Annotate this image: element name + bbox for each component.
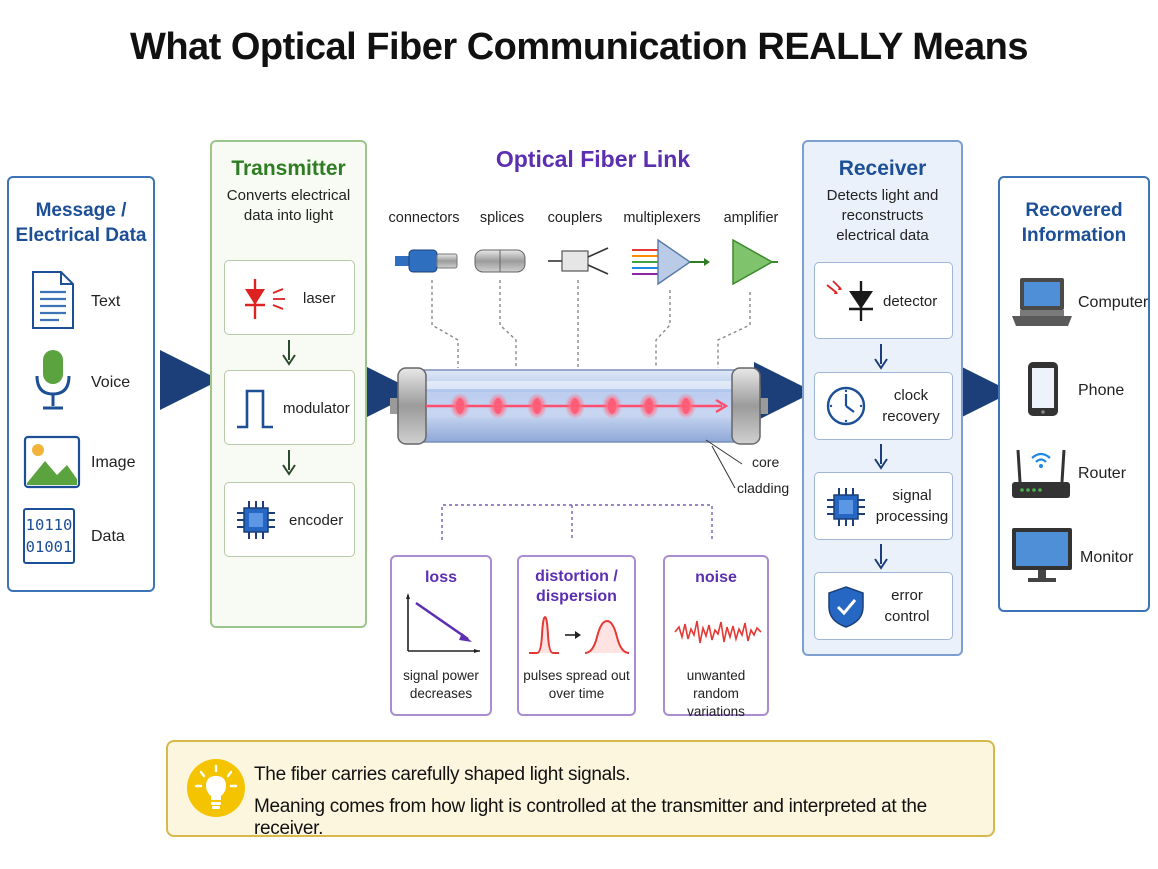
rx-stage-detector: detector bbox=[814, 262, 953, 339]
shield-check-icon bbox=[828, 586, 864, 628]
chip-icon bbox=[237, 501, 275, 539]
binary-line-2: 01001 bbox=[25, 538, 73, 556]
binary-data-icon: 10110 01001 bbox=[23, 508, 75, 564]
laser-diode-icon bbox=[245, 279, 285, 319]
recovered-item-phone: Phone bbox=[1078, 382, 1125, 399]
tx-stage-encoder: encoder bbox=[224, 482, 355, 557]
noise-wave-icon bbox=[674, 620, 762, 644]
receiver-heading: Receiver bbox=[838, 157, 927, 180]
rx-stage-detector-label: detector bbox=[883, 293, 938, 310]
rx-stage-error-control: error control bbox=[814, 572, 953, 640]
photodiode-icon bbox=[826, 280, 873, 321]
impairment-loss-desc: signal power decreases bbox=[403, 668, 479, 701]
rx-stage-clock-label: clock recovery bbox=[882, 387, 940, 425]
down-arrow-icon bbox=[874, 544, 888, 570]
receiver-subtitle: Detects light and reconstructs electrica… bbox=[826, 187, 939, 244]
receiver-panel: Receiver Detects light and reconstructs … bbox=[802, 140, 963, 656]
rx-stage-clock: clock recovery bbox=[814, 372, 953, 440]
message-item-text: Text bbox=[91, 293, 121, 310]
impairment-noise-title: noise bbox=[695, 569, 737, 586]
rx-stage-signal-processing: signal processing bbox=[814, 472, 953, 540]
page-title: What Optical Fiber Communication REALLY … bbox=[129, 26, 1029, 68]
phone-icon bbox=[1028, 362, 1058, 416]
recovered-panel: Recovered Information Computer Phone Rou… bbox=[998, 176, 1150, 612]
message-panel: Message / Electrical Data Text Voice Ima… bbox=[7, 176, 155, 592]
component-label-amplifier: amplifier bbox=[723, 210, 779, 226]
impairment-dispersion-title: distortion / dispersion bbox=[535, 568, 618, 605]
takeaway-line-2: Meaning comes from how light is controll… bbox=[254, 796, 927, 839]
amplifier-icon bbox=[732, 238, 778, 286]
recovered-item-monitor: Monitor bbox=[1080, 549, 1134, 566]
cladding-label: cladding bbox=[737, 480, 790, 496]
tx-stage-laser: laser bbox=[224, 260, 355, 335]
tx-stage-modulator: modulator bbox=[224, 370, 355, 445]
transmitter-panel: Transmitter Converts electrical data int… bbox=[210, 140, 367, 628]
link-heading: Optical Fiber Link bbox=[495, 146, 691, 172]
component-label-multiplexers: multiplexers bbox=[623, 210, 701, 226]
impairment-noise: noise unwanted random variations bbox=[663, 555, 769, 719]
takeaway-line-1: The fiber carries carefully shaped light… bbox=[254, 764, 631, 785]
message-heading: Message / Electrical Data bbox=[15, 200, 147, 246]
connector-icon bbox=[395, 249, 458, 273]
monitor-icon bbox=[1012, 528, 1072, 582]
impairment-dispersion-desc: pulses spread out over time bbox=[523, 668, 630, 701]
multiplexer-icon bbox=[632, 238, 710, 286]
component-label-couplers: couplers bbox=[547, 210, 603, 226]
message-item-voice: Voice bbox=[91, 374, 131, 391]
down-arrow-icon bbox=[282, 340, 296, 366]
recovered-item-computer: Computer bbox=[1078, 294, 1149, 311]
component-label-splices: splices bbox=[479, 210, 525, 226]
fiber-cable bbox=[390, 367, 768, 445]
rx-stage-signal-processing-label: signal processing bbox=[875, 487, 949, 525]
lightbulb-icon bbox=[187, 759, 245, 817]
microphone-icon bbox=[35, 350, 71, 410]
impairment-noise-desc: unwanted random variations bbox=[686, 668, 746, 719]
image-icon bbox=[23, 435, 81, 489]
coupler-icon bbox=[548, 247, 609, 275]
impairment-loss-title: loss bbox=[424, 569, 457, 586]
down-arrow-icon bbox=[874, 344, 888, 370]
transmitter-heading: Transmitter bbox=[231, 157, 346, 180]
document-icon bbox=[32, 271, 74, 329]
message-item-image: Image bbox=[91, 454, 136, 471]
tx-stage-modulator-label: modulator bbox=[283, 400, 350, 417]
chip-icon bbox=[827, 488, 865, 526]
down-arrow-icon bbox=[874, 444, 888, 470]
tx-stage-encoder-label: encoder bbox=[289, 512, 344, 529]
recovered-item-router: Router bbox=[1078, 465, 1127, 482]
down-arrow-icon bbox=[282, 450, 296, 476]
clock-icon bbox=[826, 386, 866, 426]
rx-stage-error-control-label: error control bbox=[884, 587, 930, 625]
recovered-heading: Recovered Information bbox=[1021, 200, 1127, 246]
key-takeaway-box: The fiber carries carefully shaped light… bbox=[166, 740, 995, 839]
message-item-data: Data bbox=[91, 528, 125, 545]
pulse-spread-icon bbox=[529, 615, 630, 654]
transmitter-subtitle: Converts electrical data into light bbox=[226, 187, 351, 224]
laptop-icon bbox=[1012, 278, 1072, 326]
splice-icon bbox=[474, 249, 526, 273]
core-label: core bbox=[752, 454, 780, 470]
loss-graph-icon bbox=[406, 593, 480, 653]
binary-line-1: 10110 bbox=[25, 516, 73, 534]
impairment-loss: loss signal power decreases bbox=[390, 555, 492, 716]
impairment-dispersion: distortion / dispersion pulses spread ou… bbox=[517, 555, 636, 716]
pulse-icon bbox=[237, 389, 273, 429]
tx-stage-laser-label: laser bbox=[303, 290, 336, 307]
router-icon bbox=[1012, 449, 1070, 498]
component-label-connectors: connectors bbox=[388, 210, 460, 226]
